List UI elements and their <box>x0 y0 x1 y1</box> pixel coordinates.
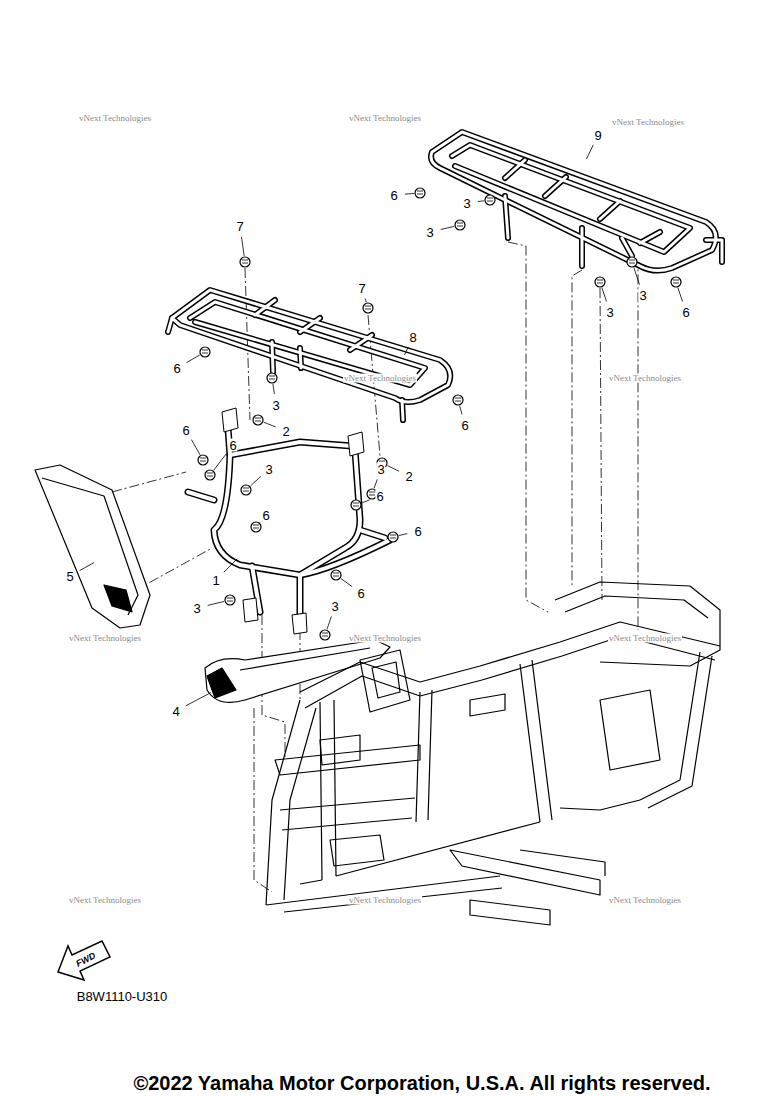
bolt-symbol <box>595 277 605 287</box>
forward-arrow <box>58 941 110 980</box>
callout-number: 6 <box>261 509 270 522</box>
leader-line <box>341 579 352 587</box>
bolt-symbol <box>198 455 208 465</box>
leader-line <box>250 476 260 486</box>
leader-line <box>586 145 593 159</box>
diagram-code: B8W1110-U310 <box>77 990 168 1003</box>
callout-number: 3 <box>192 602 201 615</box>
copyright-notice: ©2022 Yamaha Motor Corporation, U.S.A. A… <box>133 1073 710 1093</box>
callout-number: 7 <box>357 282 366 295</box>
callout-number: 4 <box>171 705 180 718</box>
callout-number: 5 <box>65 570 74 583</box>
callout-number: 2 <box>404 470 413 483</box>
callout-number: 6 <box>413 525 422 538</box>
leader-line <box>365 299 366 303</box>
callout-number: 3 <box>264 463 273 476</box>
callout-number: 6 <box>172 362 181 375</box>
watermark-text: vNext Technologies <box>608 896 682 905</box>
leader-line <box>327 616 331 629</box>
bolt-symbol <box>453 395 463 405</box>
callout-number: 3 <box>271 399 280 412</box>
bolt-symbol <box>251 522 261 532</box>
leader-line <box>242 237 245 256</box>
callout-number: 7 <box>235 220 244 233</box>
leader-line <box>387 466 399 472</box>
bolt-symbol <box>225 595 235 605</box>
leader-line <box>208 601 224 605</box>
bolt-symbol <box>455 220 465 230</box>
leader-line <box>214 454 227 471</box>
bolt-symbol <box>331 570 341 580</box>
callout-number: 3 <box>462 197 471 210</box>
watermark-text: vNext Technologies <box>348 896 422 905</box>
bolt-symbol <box>351 500 361 510</box>
callout-number: 6 <box>228 439 237 452</box>
bolt-symbol <box>320 630 330 640</box>
leader-line <box>404 347 408 355</box>
watermark-text: vNext Technologies <box>348 634 422 643</box>
callout-number: 3 <box>330 600 339 613</box>
leader-line <box>405 193 414 195</box>
callout-number: 3 <box>376 463 385 476</box>
callout-number: 6 <box>460 419 469 432</box>
bolt-symbol <box>627 257 637 267</box>
leader-line <box>273 384 275 394</box>
callout-number: 3 <box>605 306 614 319</box>
leader-line <box>634 268 640 285</box>
leader-line <box>362 500 370 503</box>
watermark-text: vNext Technologies <box>68 634 142 643</box>
bolt-symbol <box>671 277 681 287</box>
leader-line <box>186 692 211 705</box>
callout-number: 8 <box>408 331 417 344</box>
leader-line <box>478 200 484 202</box>
leader-line <box>264 422 276 427</box>
watermark-text: vNext Technologies <box>78 114 152 123</box>
bolt-symbol <box>363 303 373 313</box>
leader-line <box>80 562 95 570</box>
callout-number: 6 <box>389 189 398 202</box>
bolt-symbol <box>200 347 210 357</box>
callout-number: 6 <box>181 424 190 437</box>
leader-line <box>441 226 454 229</box>
bolt-symbol <box>240 257 250 267</box>
leader-line <box>678 288 683 302</box>
callout-number: 6 <box>375 490 384 503</box>
watermark-text: vNext Technologies <box>343 374 417 383</box>
watermark-text: vNext Technologies <box>608 634 682 643</box>
callout-number: 6 <box>356 587 365 600</box>
leader-line <box>399 534 407 536</box>
bolt-symbol <box>388 532 398 542</box>
callout-number: 2 <box>281 425 290 438</box>
callout-number: 3 <box>425 226 434 239</box>
bolt-symbol <box>253 415 263 425</box>
leader-line <box>602 288 607 302</box>
callout-number: 3 <box>638 289 647 302</box>
watermark-text: vNext Technologies <box>348 114 422 123</box>
bolt-symbol <box>241 485 251 495</box>
bolt-symbol <box>205 470 215 480</box>
callout-number: 6 <box>681 306 690 319</box>
bolt-symbol <box>485 195 495 205</box>
bolt-symbol <box>415 188 425 198</box>
bolt-symbol <box>267 373 277 383</box>
watermark-text: vNext Technologies <box>68 896 142 905</box>
leader-line <box>374 479 377 488</box>
watermark-text: vNext Technologies <box>611 118 685 127</box>
leader-line <box>191 440 200 455</box>
leader-line <box>187 355 200 363</box>
leader-line <box>224 559 238 573</box>
watermark-text: vNext Technologies <box>608 374 682 383</box>
leader-line <box>460 406 462 415</box>
callout-number: 9 <box>593 129 602 142</box>
callout-number: 1 <box>211 574 220 587</box>
